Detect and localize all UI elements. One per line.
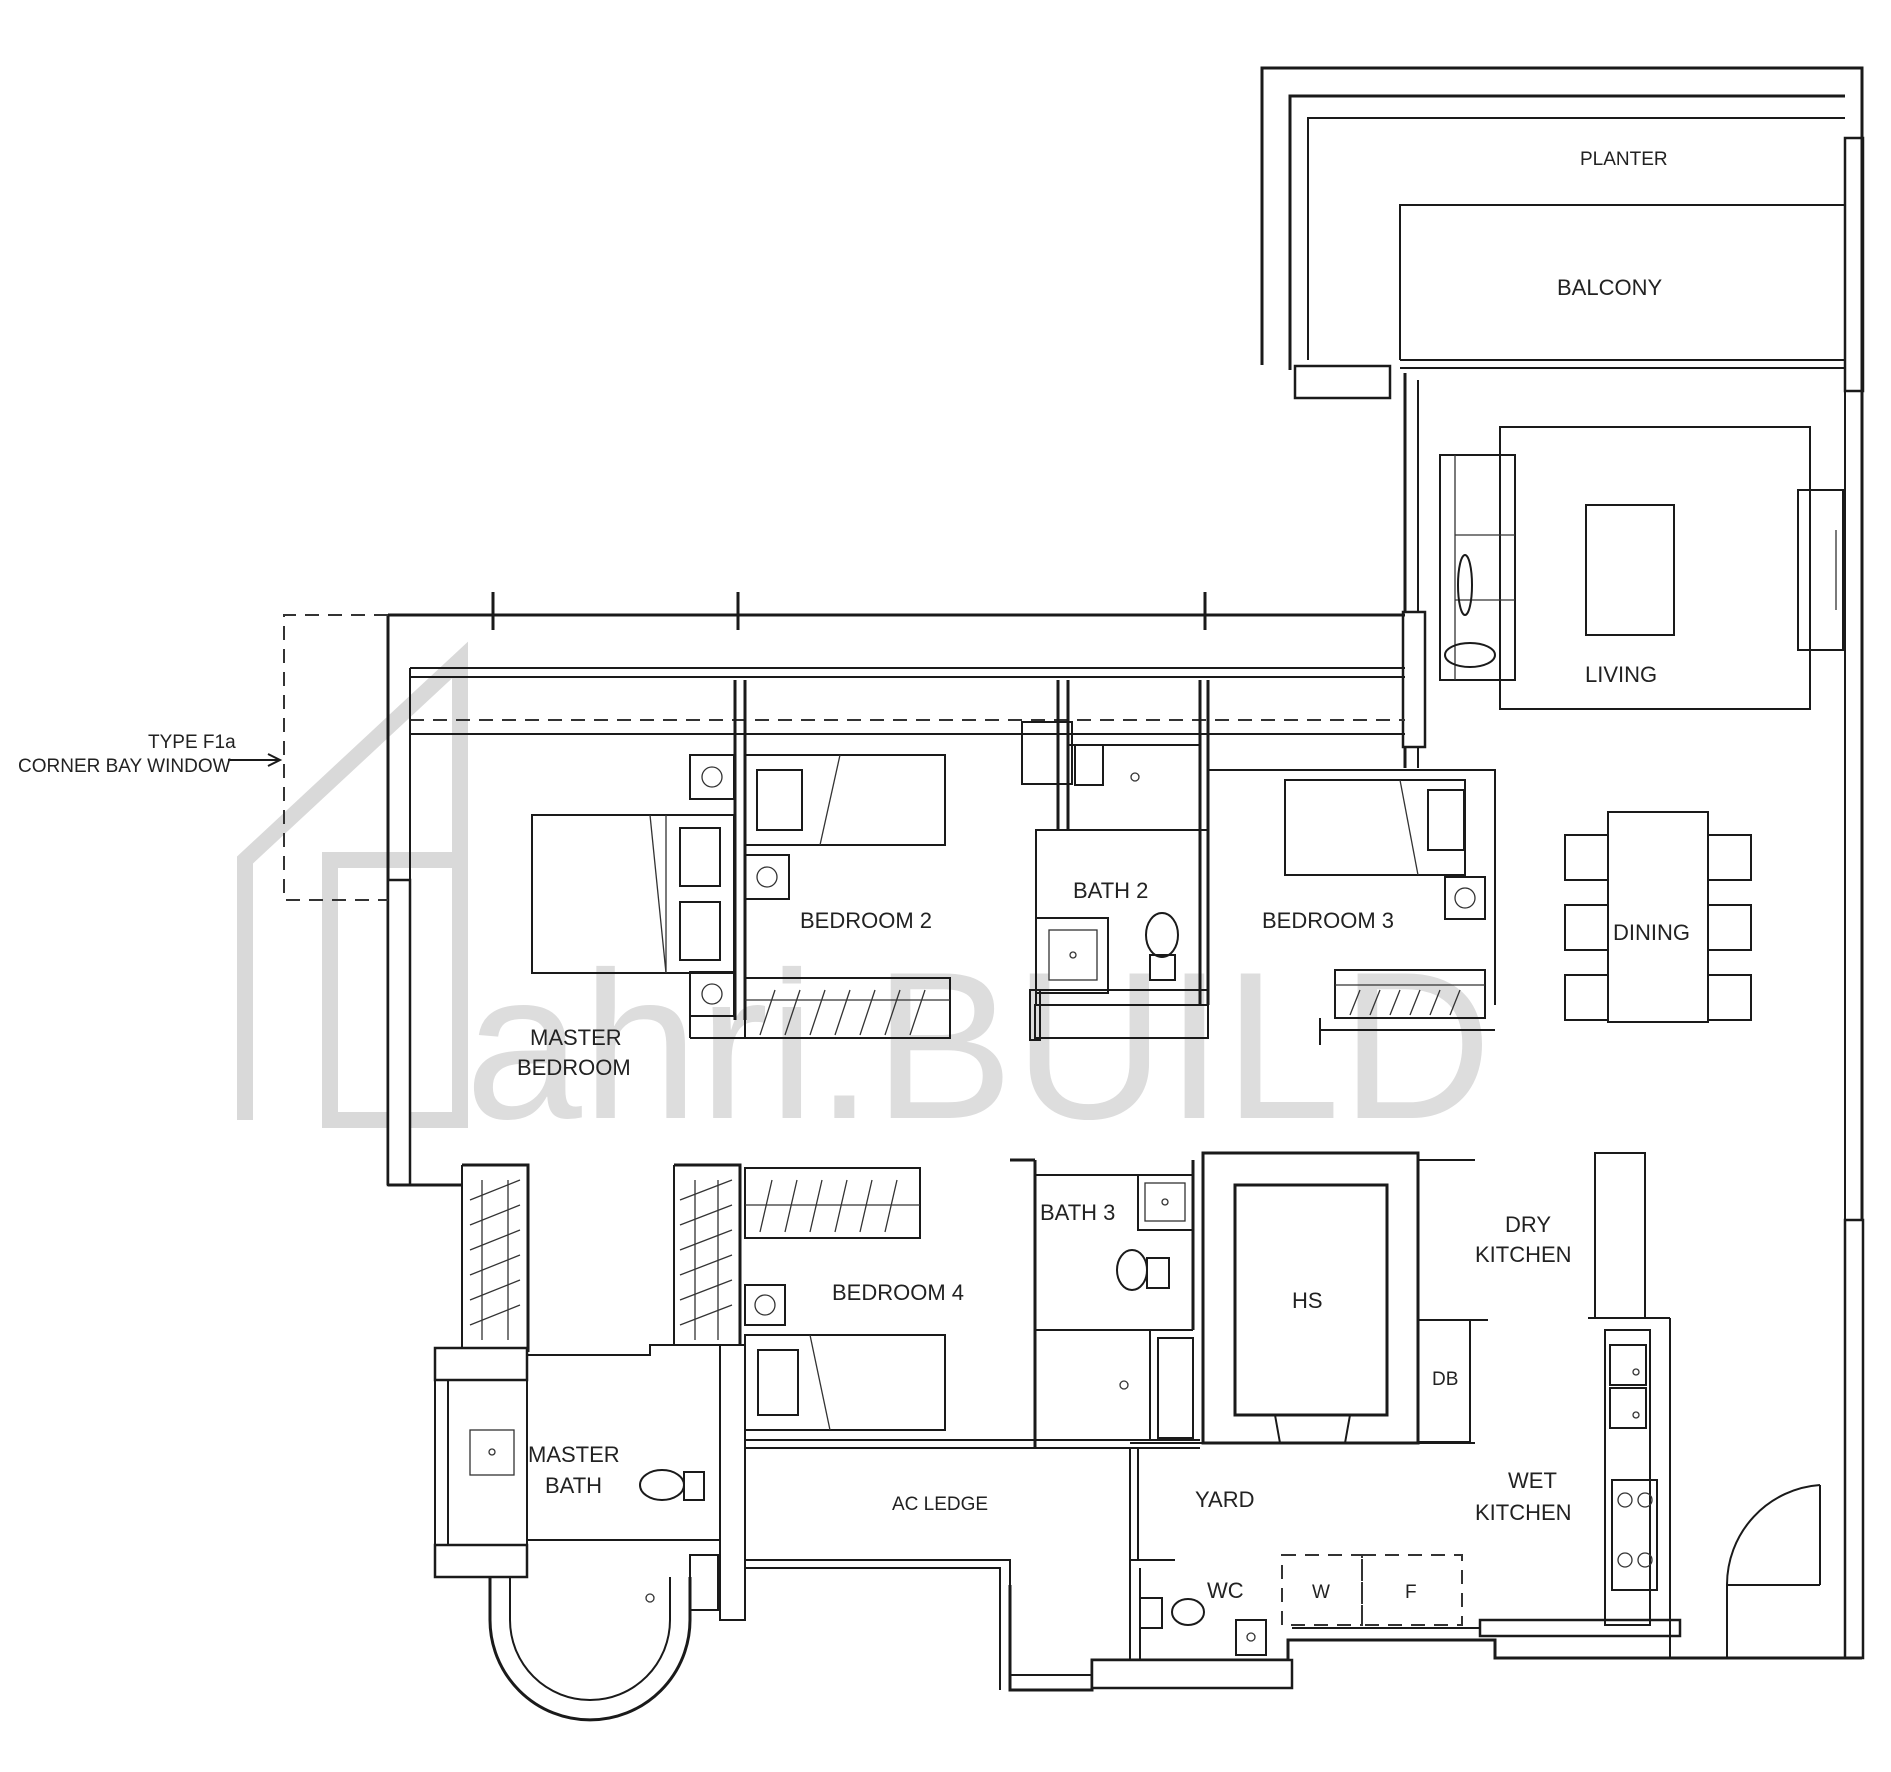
- wc: WC: [1129, 1560, 1267, 1660]
- label-f: F: [1405, 1582, 1417, 1603]
- label-ac-ledge: AC LEDGE: [892, 1494, 988, 1515]
- master-wardrobe: [461, 1163, 530, 1352]
- label-balcony: BALCONY: [1557, 275, 1662, 300]
- label-wet-kitchen-1: WET: [1508, 1468, 1557, 1493]
- label-dining: DINING: [1613, 920, 1690, 945]
- label-dry-kitchen-1: DRY: [1505, 1212, 1551, 1237]
- label-bedroom-4: BEDROOM 4: [832, 1280, 964, 1305]
- balcony-block: [1260, 66, 1865, 400]
- label-master-bedroom-1: MASTER: [530, 1025, 622, 1050]
- annotation-line1: TYPE F1a: [148, 732, 236, 753]
- bedroom-2: BEDROOM 2: [531, 680, 951, 1039]
- corner-bay-window: TYPE F1a CORNER BAY WINDOW: [18, 614, 388, 901]
- household-shelter: HS: [1201, 1151, 1420, 1445]
- label-bath-2: BATH 2: [1073, 878, 1148, 903]
- label-hs: HS: [1292, 1288, 1323, 1313]
- wet-kitchen: WET KITCHEN: [1475, 1318, 1671, 1658]
- ac-ledge: AC LEDGE: [745, 1448, 1139, 1690]
- bedroom-3: BEDROOM 3: [1208, 769, 1496, 1045]
- watermark-text: ahri.BUILD: [465, 928, 1492, 1163]
- bedroom-4: BEDROOM 4: [673, 1160, 1200, 1449]
- laundry: W F: [1281, 1554, 1463, 1626]
- label-wc: WC: [1207, 1578, 1244, 1603]
- dining-area: DINING: [1564, 811, 1752, 1023]
- label-bath-3: BATH 3: [1040, 1200, 1115, 1225]
- watermark-logo: ahri.BUILD: [237, 641, 1492, 1163]
- bath-3: BATH 3: [1010, 1158, 1195, 1440]
- entrance-door: [1725, 1484, 1821, 1658]
- label-master-bedroom-2: BEDROOM: [517, 1055, 631, 1080]
- outer-walls: [386, 115, 1865, 1692]
- label-planter: PLANTER: [1580, 149, 1668, 170]
- label-dry-kitchen-2: KITCHEN: [1475, 1242, 1572, 1267]
- label-yard: YARD: [1195, 1487, 1255, 1512]
- label-db: DB: [1432, 1369, 1458, 1390]
- label-living: LIVING: [1585, 662, 1657, 687]
- label-w: W: [1312, 1582, 1330, 1603]
- label-bedroom-2: BEDROOM 2: [800, 908, 932, 933]
- label-wet-kitchen-2: KITCHEN: [1475, 1500, 1572, 1525]
- annotation-line2: CORNER BAY WINDOW: [18, 756, 231, 777]
- yard: YARD: [1130, 1442, 1475, 1561]
- label-master-bath-1: MASTER: [528, 1442, 620, 1467]
- label-master-bath-2: BATH: [545, 1473, 602, 1498]
- master-bath: MASTER BATH: [433, 1344, 746, 1722]
- living-area: LIVING: [1439, 426, 1844, 710]
- dry-kitchen: DB DRY KITCHEN: [1417, 1152, 1670, 1443]
- bath-2: BATH 2: [1021, 680, 1210, 1041]
- label-bedroom-3: BEDROOM 3: [1262, 908, 1394, 933]
